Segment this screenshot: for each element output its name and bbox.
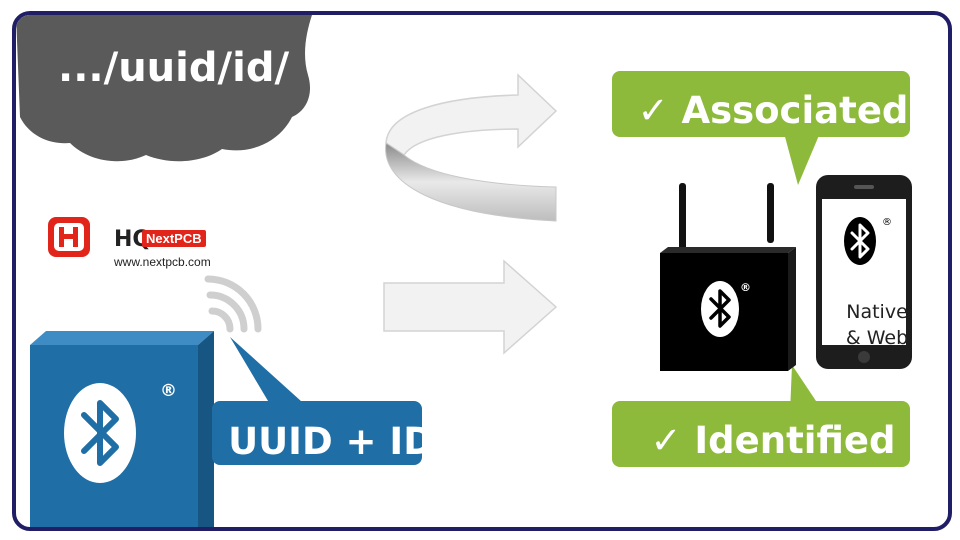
identified-callout bbox=[612, 365, 910, 467]
smartphone-icon bbox=[816, 175, 912, 369]
status-associated: ✓ Associated bbox=[637, 89, 909, 132]
registered-mark-gateway: ® bbox=[740, 281, 751, 294]
registered-mark-phone: ® bbox=[882, 217, 892, 228]
phone-label-line2: & Web bbox=[845, 327, 909, 349]
associated-callout bbox=[612, 71, 910, 185]
cloud-icon bbox=[16, 15, 312, 162]
diagram-canvas bbox=[16, 15, 912, 527]
logo-brand: NextPCB bbox=[142, 230, 206, 247]
logo-mark-icon bbox=[48, 217, 90, 257]
status-identified: ✓ Identified bbox=[650, 419, 896, 462]
gateway-device-icon bbox=[660, 183, 796, 371]
path-label: .../uuid/id/ bbox=[58, 45, 290, 91]
logo-url: www.nextpcb.com bbox=[114, 255, 211, 269]
uuid-callout bbox=[212, 337, 422, 465]
right-arrow-icon bbox=[383, 259, 558, 355]
bluetooth-icon bbox=[64, 383, 136, 483]
diagram-frame: .../uuid/id/ UUID + ID ✓ Associated ✓ Id… bbox=[12, 11, 952, 531]
beacon-label: UUID + ID bbox=[228, 420, 434, 463]
registered-mark-beacon: ® bbox=[160, 381, 177, 401]
wifi-signal-icon bbox=[204, 275, 262, 333]
curved-arrow-icon bbox=[385, 73, 558, 222]
phone-label-line1: Native bbox=[846, 301, 908, 323]
